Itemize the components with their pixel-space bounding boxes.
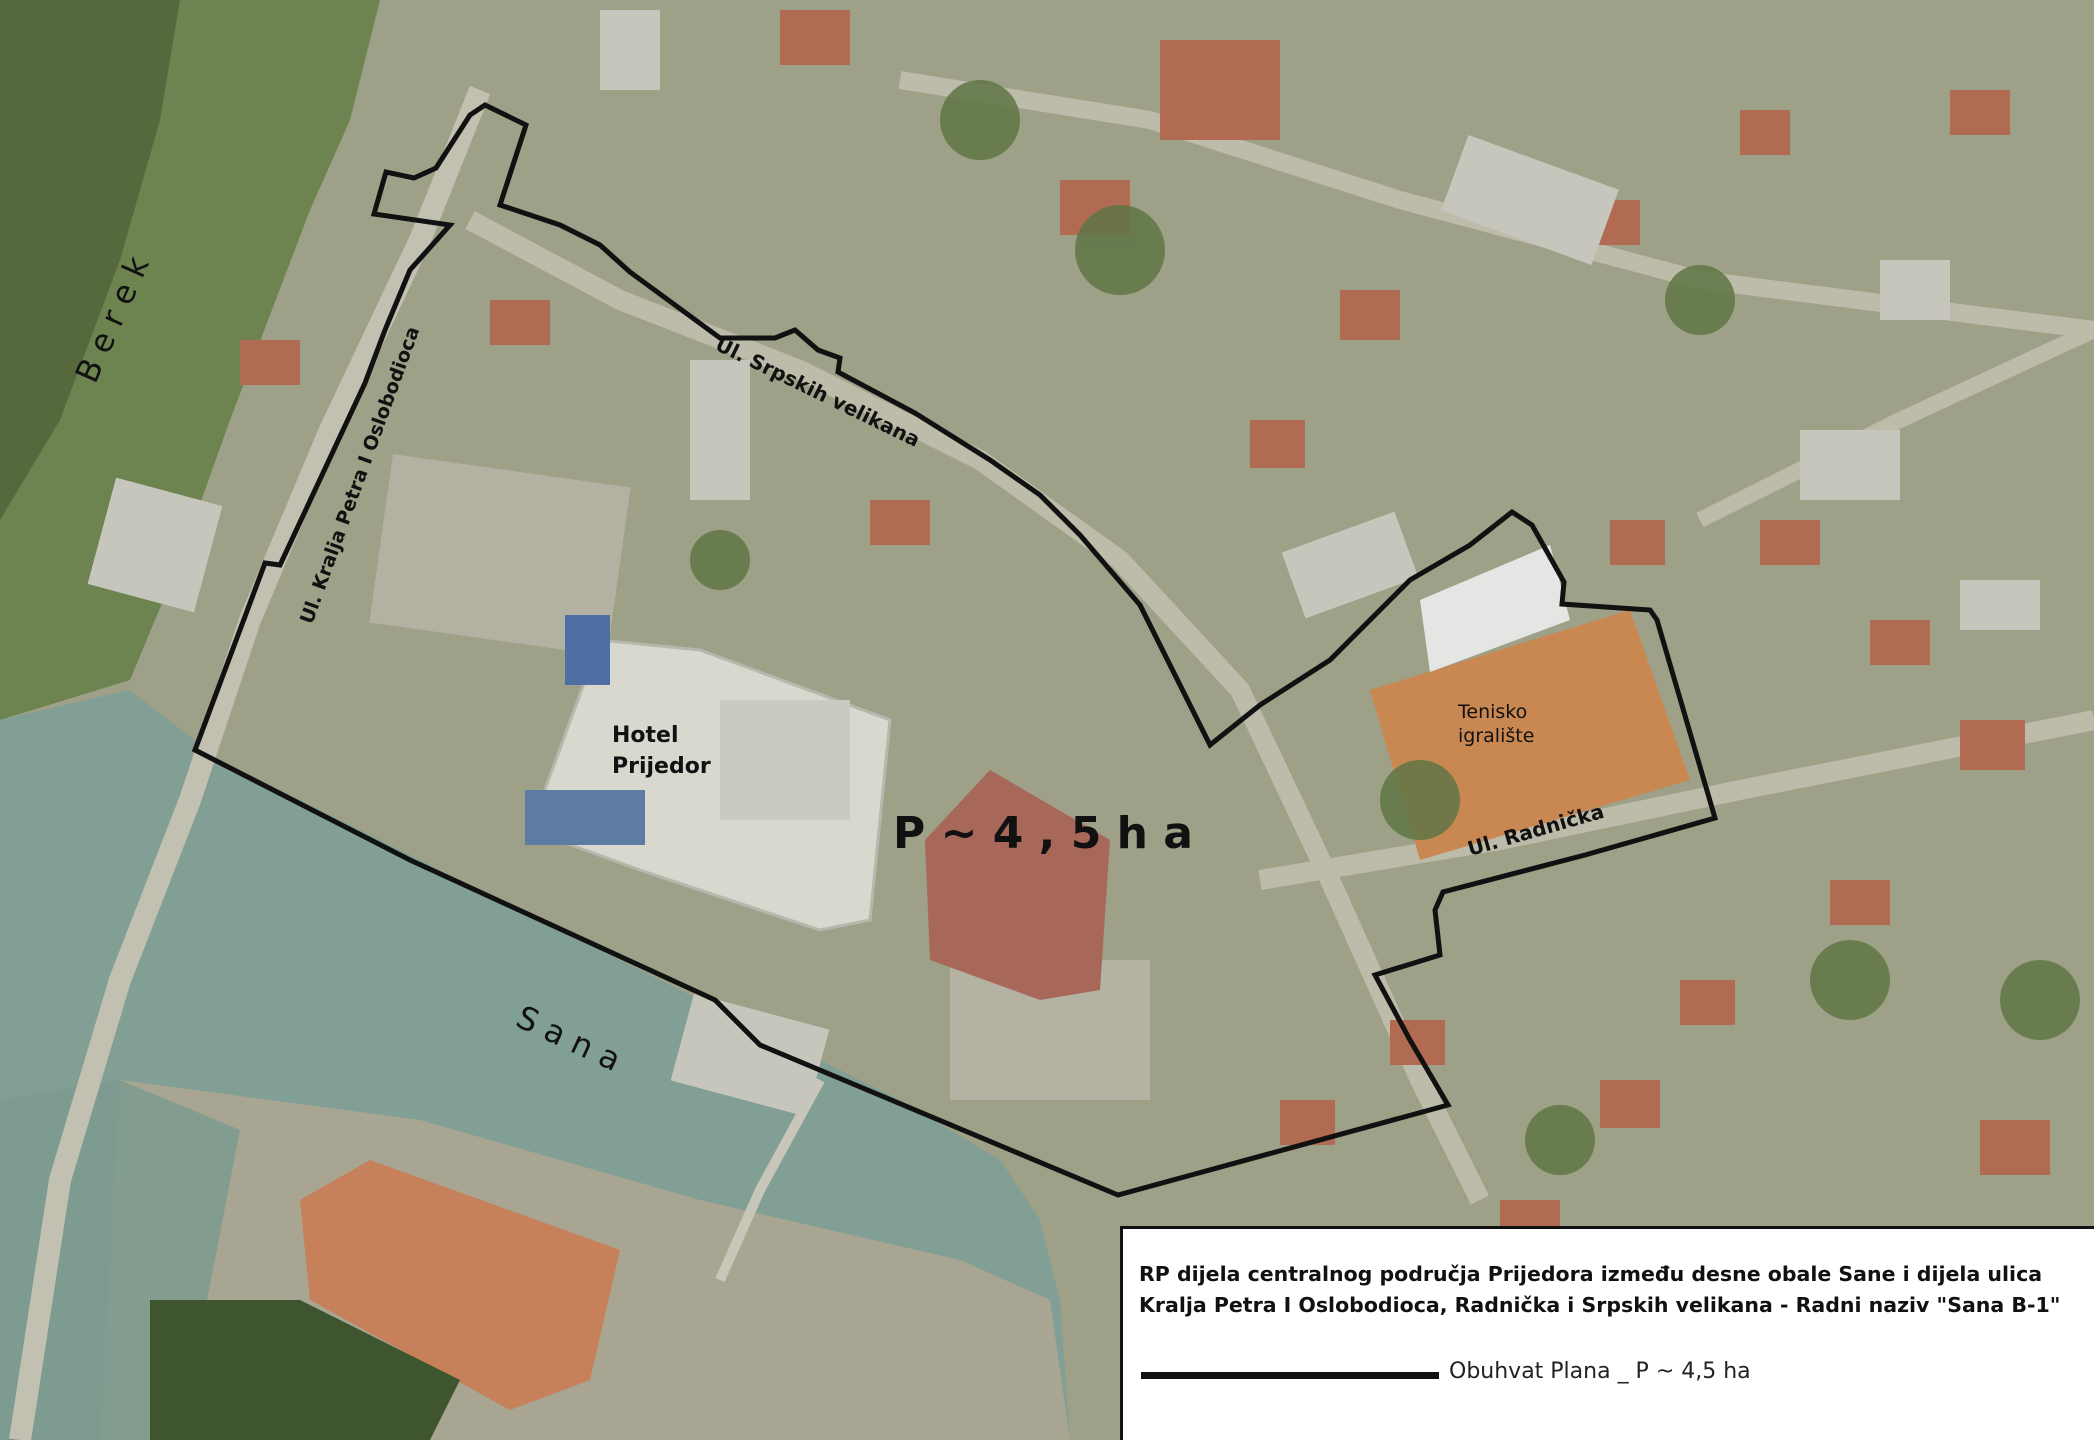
south-tennis-courts <box>300 1160 620 1410</box>
label-hotel-line1: Hotel <box>612 723 679 748</box>
hotel-roof-section <box>720 700 850 820</box>
market-red-roof <box>925 770 1110 1000</box>
label-tenis-line1: Tenisko <box>1457 701 1527 723</box>
label-tenis-line2: igralište <box>1458 725 1534 747</box>
legend-title-line1: RP dijela centralnog područja Prijedora … <box>1139 1262 2043 1286</box>
grey-blocks <box>87 10 2040 1117</box>
parking-lot-west <box>369 454 631 656</box>
road-srpskih-velikana <box>465 211 1489 1205</box>
legend-boundary-label: Obuhvat Plana _ P ~ 4,5 ha <box>1449 1359 1751 1384</box>
berek-dark-trees <box>0 0 180 520</box>
road-north <box>898 71 2094 339</box>
road-kralja-petra <box>9 85 491 1440</box>
road-radnicka <box>1258 710 2094 890</box>
tree-cluster <box>690 80 2080 1175</box>
legend-boundary-swatch <box>1141 1372 1439 1379</box>
hotel-blue-tower <box>565 615 610 685</box>
road-bridge-south <box>715 1077 825 1283</box>
legend-title: RP dijela centralnog područja Prijedora … <box>1139 1259 2089 1321</box>
plan-boundary[interactable] <box>191 102 1719 1198</box>
south-vineyard <box>150 1300 460 1440</box>
road-east <box>1696 322 2094 528</box>
map-legend: RP dijela centralnog područja Prijedora … <box>1120 1226 2094 1440</box>
legend-title-line2: Kralja Petra I Oslobodioca, Radnička i S… <box>1139 1293 2061 1317</box>
tennis-hall-roof <box>1420 545 1570 672</box>
hotel-blue-court <box>525 790 645 845</box>
label-hotel-line2: Prijedor <box>612 754 711 779</box>
label-area: P ~ 4 , 5 h a <box>893 808 1193 859</box>
